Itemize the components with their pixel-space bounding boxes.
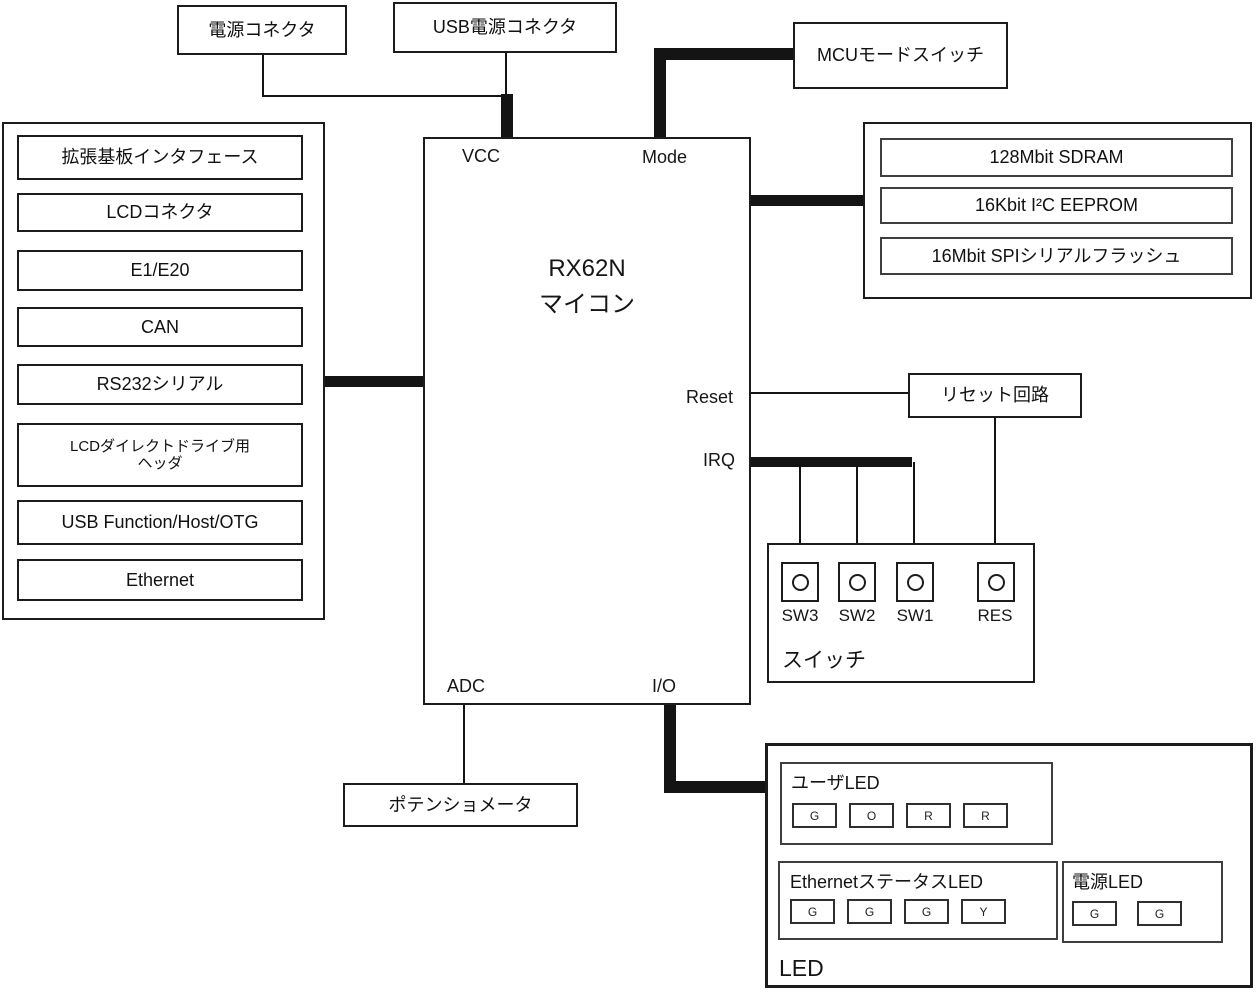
mcu-pin-irq: IRQ — [702, 450, 735, 470]
power-connector-box: 電源コネクタ — [177, 5, 347, 55]
left-item-usb-function-host-otg: USB Function/Host/OTG — [17, 500, 303, 545]
switch-sw1 — [896, 562, 934, 602]
line-reset — [751, 392, 908, 394]
left-item-lcd-connector: LCDコネクタ — [17, 193, 303, 232]
reset-circuit-box: リセット回路 — [908, 373, 1082, 418]
line-mode-vertical — [654, 48, 666, 138]
mcu-mode-switch-box: MCUモードスイッチ — [793, 22, 1008, 89]
user-led-lamp-r1: R — [906, 803, 951, 828]
mcu-pin-adc: ADC — [447, 676, 486, 696]
mcu-title: RX62N マイコン — [425, 251, 749, 323]
line-adc-drop — [463, 705, 465, 783]
left-item-e1-e20: E1/E20 — [17, 250, 303, 291]
mcu-pin-io: I/O — [652, 676, 677, 696]
left-item-can: CAN — [17, 307, 303, 347]
switch-group-label: スイッチ — [782, 649, 866, 672]
switch-button-icon — [987, 573, 1005, 591]
switch-sw2-label: SW2 — [838, 606, 876, 625]
left-item-expansion-interface: 拡張基板インタフェース — [17, 135, 303, 180]
switch-button-icon — [906, 573, 924, 591]
ethernet-led-lamp-g1: G — [790, 899, 835, 924]
line-usb-drop — [505, 53, 507, 97]
switch-sw3-label: SW3 — [781, 606, 819, 625]
line-sw3-drop — [799, 467, 801, 562]
left-item-rs232-serial: RS232シリアル — [17, 364, 303, 405]
mcu-box: VCC Mode Reset IRQ ADC I/O RX62N マイコン — [423, 137, 751, 705]
ethernet-led-lamp-y: Y — [961, 899, 1006, 924]
user-led-lamp-o: O — [849, 803, 894, 828]
power-led-lamp-g1: G — [1072, 901, 1117, 926]
line-sw2-drop — [856, 467, 858, 562]
switch-sw3 — [781, 562, 819, 602]
line-io-vertical — [664, 705, 676, 793]
line-left-bus — [325, 376, 423, 387]
ethernet-led-lamp-g2: G — [847, 899, 892, 924]
switch-res-label: RES — [977, 606, 1013, 625]
potentiometer-box: ポテンショメータ — [343, 783, 578, 827]
switch-button-icon — [848, 573, 866, 591]
memory-item-eeprom: 16Kbit I²C EEPROM — [880, 187, 1233, 224]
line-mode-horizontal — [654, 48, 793, 60]
ethernet-status-led-label: EthernetステータスLED — [790, 872, 984, 892]
memory-item-sdram: 128Mbit SDRAM — [880, 138, 1233, 177]
mcu-pin-reset: Reset — [685, 387, 733, 407]
line-sw1-drop — [913, 462, 915, 562]
switch-res — [977, 562, 1015, 602]
mcu-pin-mode: Mode — [642, 147, 688, 167]
line-memory-bus — [751, 195, 863, 206]
switch-sw2 — [838, 562, 876, 602]
line-vcc-thick — [501, 94, 513, 138]
switch-button-icon — [791, 573, 809, 591]
switch-sw1-label: SW1 — [896, 606, 934, 625]
user-led-lamp-r2: R — [963, 803, 1008, 828]
mcu-name: RX62N — [548, 255, 626, 282]
user-led-label: ユーザLED — [791, 773, 880, 793]
line-irq-bus — [751, 457, 912, 467]
left-item-lcd-direct-drive-header: LCDダイレクトドライブ用 ヘッダ — [17, 423, 303, 487]
mcu-name-sub: マイコン — [539, 291, 635, 318]
ethernet-led-lamp-g3: G — [904, 899, 949, 924]
usb-power-connector-box: USB電源コネクタ — [393, 2, 617, 53]
memory-item-spi-flash: 16Mbit SPIシリアルフラッシュ — [880, 237, 1233, 275]
line-power-drop — [262, 55, 264, 97]
power-led-lamp-g2: G — [1137, 901, 1182, 926]
line-io-horizontal — [664, 781, 782, 793]
led-group-label: LED — [779, 955, 824, 981]
power-led-label: 電源LED — [1072, 872, 1144, 892]
mcu-pin-vcc: VCC — [462, 146, 501, 166]
line-res-drop — [994, 418, 996, 562]
left-item-ethernet: Ethernet — [17, 559, 303, 601]
user-led-lamp-g: G — [792, 803, 837, 828]
line-power-horizontal — [262, 95, 508, 97]
